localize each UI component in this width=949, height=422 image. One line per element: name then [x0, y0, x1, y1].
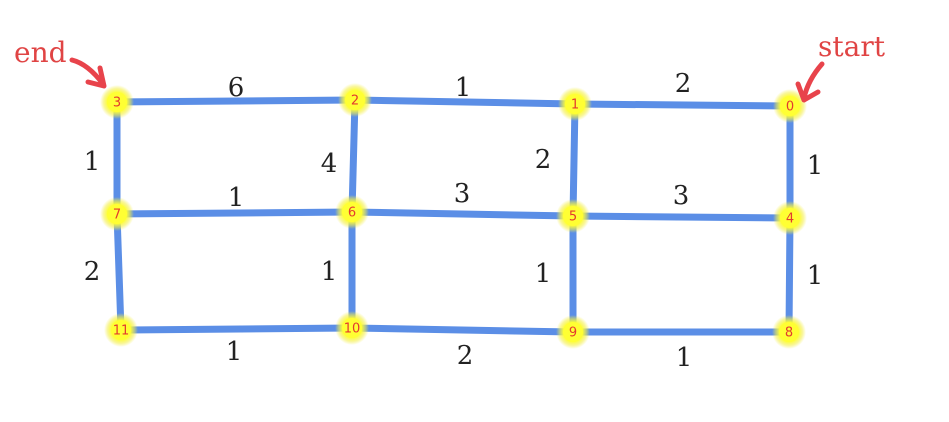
end-annotation: end — [14, 36, 67, 69]
node-3: 3 — [100, 85, 134, 119]
edges-layer — [113, 96, 794, 336]
node-label: 2 — [351, 94, 359, 109]
node-circle — [563, 206, 583, 226]
edge-6-5 — [348, 208, 577, 220]
node-label: 5 — [569, 210, 577, 225]
edge-5-4 — [569, 212, 794, 222]
node-4: 4 — [773, 201, 807, 235]
edge-1-0 — [571, 100, 794, 110]
node-circle — [342, 202, 362, 222]
node-label: 6 — [348, 206, 356, 221]
node-9: 9 — [556, 315, 590, 349]
edge-weight-0-4: 1 — [807, 151, 824, 181]
edge-weight-10-9: 2 — [457, 341, 474, 371]
edge-weight-4-8: 1 — [807, 261, 824, 291]
node-circle — [779, 322, 799, 342]
edge-10-9 — [348, 324, 577, 336]
node-circle — [565, 94, 585, 114]
edge-weight-6-5: 3 — [454, 179, 471, 209]
node-circle — [345, 90, 365, 110]
node-circle — [780, 96, 800, 116]
edge-7-11 — [113, 210, 125, 334]
edge-weight-2-6: 4 — [321, 149, 338, 179]
edge-3-2 — [113, 96, 359, 106]
node-circle — [107, 204, 127, 224]
node-10: 10 — [335, 311, 369, 345]
node-7: 7 — [100, 197, 134, 231]
start-annotation: start — [818, 30, 886, 63]
edge-weight-11-10: 1 — [226, 337, 243, 367]
node-8: 8 — [772, 315, 806, 349]
node-5: 5 — [556, 199, 590, 233]
node-6: 6 — [335, 195, 369, 229]
node-label: 1 — [571, 98, 579, 113]
node-circle — [107, 92, 127, 112]
edge-weight-7-11: 2 — [84, 257, 101, 287]
node-2: 2 — [338, 83, 372, 117]
edge-weight-1-5: 2 — [535, 145, 552, 175]
node-label: 11 — [113, 324, 130, 339]
edge-7-6 — [113, 208, 356, 218]
end-arrowhead-icon — [85, 65, 107, 89]
node-0: 0 — [773, 89, 807, 123]
edge-1-5 — [569, 100, 579, 220]
node-label: 4 — [786, 212, 794, 227]
node-circle — [342, 318, 362, 338]
start-arrowhead-icon — [795, 81, 821, 103]
edge-11-10 — [117, 324, 356, 334]
edge-weight-9-8: 1 — [676, 343, 693, 373]
edge-weight-7-6: 1 — [228, 183, 245, 213]
node-label: 0 — [786, 100, 794, 115]
edge-weight-2-1: 1 — [455, 73, 472, 103]
node-label: 10 — [344, 322, 361, 337]
edge-4-8 — [785, 214, 794, 336]
edge-2-1 — [351, 96, 579, 108]
edge-weight-3-2: 6 — [228, 73, 245, 103]
node-circle — [780, 208, 800, 228]
node-label: 7 — [113, 208, 121, 223]
node-label: 8 — [785, 326, 793, 341]
node-11: 11 — [104, 313, 138, 347]
edge-weight-1-0: 2 — [675, 69, 692, 99]
edge-weight-6-10: 1 — [321, 257, 338, 287]
edge-weight-5-9: 1 — [535, 259, 552, 289]
edge-2-6 — [348, 96, 359, 216]
node-circle — [563, 322, 583, 342]
edge-weight-5-4: 3 — [673, 181, 690, 211]
node-label: 3 — [113, 96, 121, 111]
node-1: 1 — [558, 87, 592, 121]
node-label: 9 — [569, 326, 577, 341]
edge-weight-3-7: 1 — [84, 147, 101, 177]
node-circle — [111, 320, 131, 340]
